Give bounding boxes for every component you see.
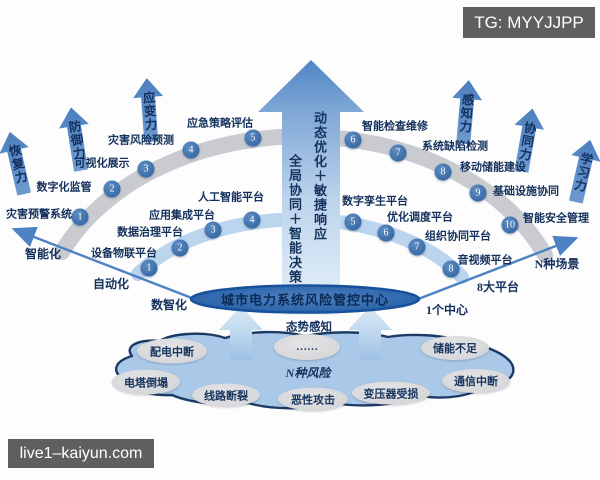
outer-label-4: 灾害风险预测 — [108, 134, 174, 147]
dots-bubble: …… — [274, 334, 340, 360]
central-arrow — [258, 60, 364, 315]
inner-label-5: 数字孪生平台 — [342, 195, 408, 208]
outer-label-2: 数字化监管 — [36, 181, 92, 194]
inner-label-1: 设备物联平台 — [91, 247, 157, 260]
capability-arrow-adaptability: 应变力 — [132, 77, 166, 143]
central-arrow-text-back: 全局协同＋智能决策 — [287, 154, 302, 285]
capability-arrow-resilience: 恢复力 — [0, 128, 39, 197]
situational-awareness-label: 态势感知 — [286, 321, 332, 334]
up-arrow-right — [348, 306, 392, 360]
risk-bubble-distribution-outage: 配电中断 — [137, 338, 207, 364]
capability-arrow-perception: 感知力 — [448, 79, 483, 145]
watermark-telegram: TG: MYYJJPP — [463, 7, 595, 38]
inner-node-2: 2 — [171, 239, 189, 257]
watermark-site: live1–kaiyun.com — [8, 439, 154, 468]
outer-label-8: 移动储能建设 — [460, 161, 526, 174]
up-arrow-left — [219, 306, 263, 360]
capability-arrow-defense: 防御力 — [56, 105, 96, 173]
risk-bubble-transformer-damage: 变压器受损 — [352, 381, 430, 405]
inner-label-8: 音视频平台 — [457, 254, 513, 267]
inner-node-7: 7 — [408, 238, 426, 256]
outer-label-3: 可视化展示 — [74, 157, 130, 170]
right-axis-label-platforms: 8大平台 — [476, 280, 520, 294]
outer-label-1: 灾害预警系统 — [6, 208, 72, 221]
risk-bubble-storage-shortage: 储能不足 — [421, 336, 489, 360]
outer-node-10: 10 — [501, 216, 519, 234]
outer-label-7: 系统缺陷检测 — [422, 140, 488, 153]
risk-bubble-comm-outage: 通信中断 — [442, 369, 510, 393]
inner-label-6: 优化调度平台 — [387, 211, 453, 224]
right-axis-label-scenarios: N种场景 — [534, 257, 580, 271]
right-scale-line — [412, 235, 579, 303]
outer-node-4: 4 — [182, 141, 200, 159]
outer-label-5: 应急策略评估 — [187, 117, 253, 130]
capability-arrow-label: 应变力 — [140, 90, 157, 132]
inner-node-1: 1 — [140, 259, 158, 277]
outer-node-3: 3 — [137, 160, 155, 178]
inner-node-5: 5 — [344, 213, 362, 231]
outer-node-2: 2 — [103, 180, 121, 198]
inner-node-3: 3 — [204, 221, 222, 239]
outer-node-8: 8 — [434, 163, 452, 181]
outer-label-9: 基础设施协同 — [493, 185, 559, 198]
risk-bubble-line-break: 线路断裂 — [192, 383, 260, 407]
capability-arrow-label: 感知力 — [456, 92, 475, 134]
risk-bubble-malicious-attack: 恶性攻击 — [278, 387, 348, 411]
inner-label-4: 人工智能平台 — [198, 191, 264, 204]
inner-node-6: 6 — [377, 224, 395, 242]
left-axis-label-intelligent: 智能化 — [24, 247, 62, 261]
inner-label-3: 应用集成平台 — [149, 209, 215, 222]
outer-label-6: 智能检查维修 — [362, 120, 428, 133]
outer-label-10: 智能安全管理 — [523, 212, 589, 225]
left-axis-label-digital: 数智化 — [150, 298, 188, 312]
outer-node-9: 9 — [469, 184, 487, 202]
hub-title: 城市电力系统风险管控中心 — [220, 292, 390, 308]
outer-node-6: 6 — [344, 131, 362, 149]
inner-label-7: 组织协同平台 — [425, 230, 491, 243]
right-axis-label-center: 1个中心 — [425, 303, 469, 317]
capability-arrow-learning: 学习力 — [561, 136, 600, 205]
inner-node-4: 4 — [243, 211, 261, 229]
inner-label-2: 数据治理平台 — [117, 226, 183, 239]
inner-node-8: 8 — [442, 260, 460, 278]
risk-bubble-tower-collapse: 电塔倒塌 — [112, 369, 180, 395]
risk-cloud-title: N种风险 — [285, 366, 331, 380]
outer-node-7: 7 — [389, 144, 407, 162]
left-scale-line — [11, 226, 198, 302]
left-axis-label-automatic: 自动化 — [92, 277, 130, 291]
outer-node-1: 1 — [71, 208, 89, 226]
capability-arrow-coordination: 协同力 — [507, 106, 548, 174]
outer-node-5: 5 — [244, 129, 262, 147]
hub-ellipse — [189, 284, 421, 314]
central-arrow-text-front: 动态优化＋敏捷响应 — [312, 111, 327, 242]
